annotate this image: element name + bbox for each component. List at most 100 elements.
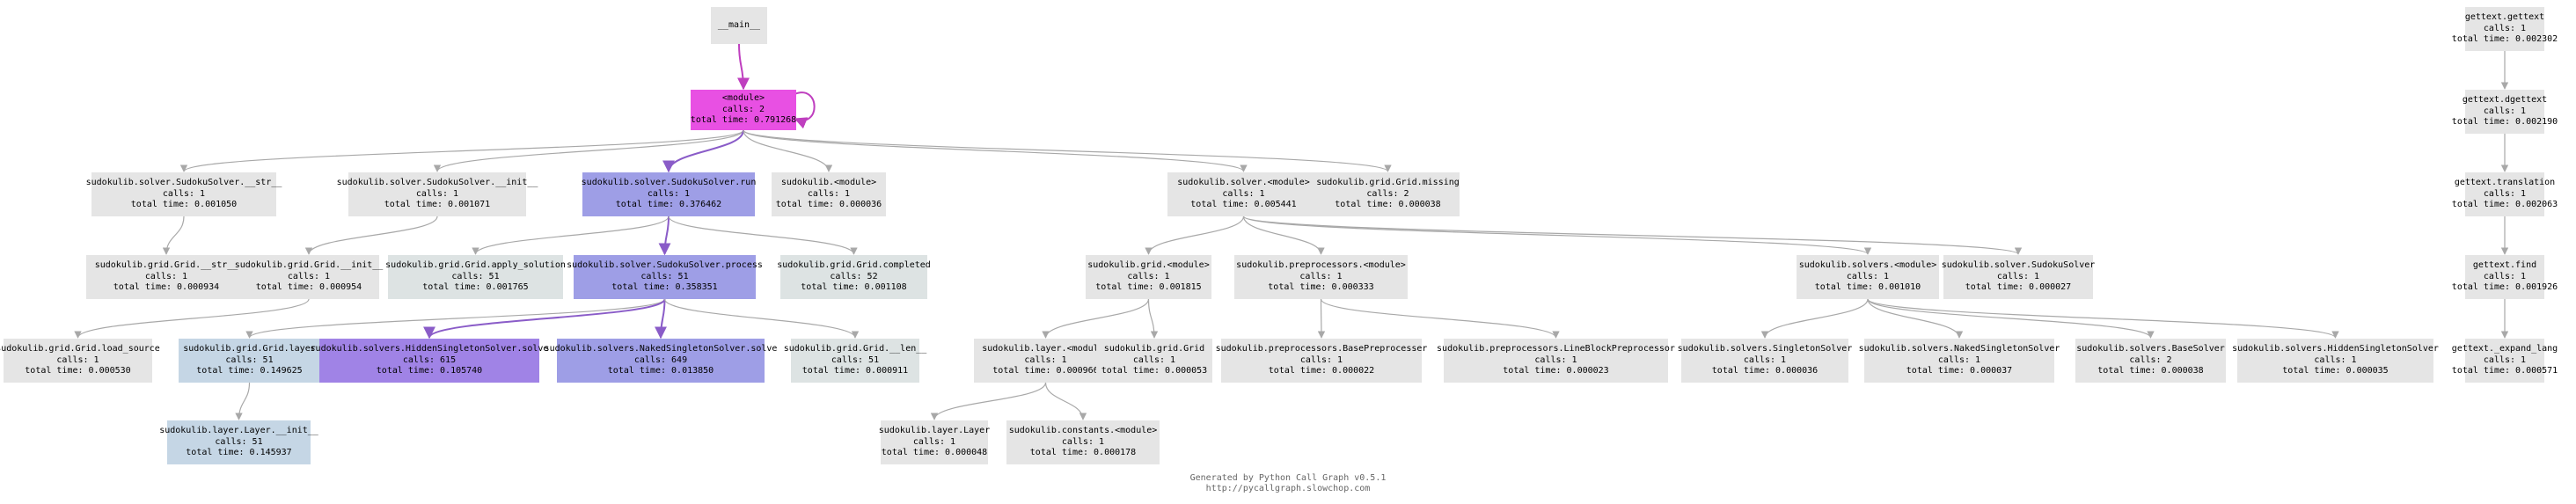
node-label: gettext.gettext [2464,12,2545,23]
node-calls: calls: 1 [1299,271,1343,281]
node-label: sudokulib.solvers.HiddenSingletonSolver.… [310,344,549,354]
edge-solvermod-to-gridmod [1145,215,1245,255]
node-calls: calls: 51 [215,436,263,447]
edge-process-to-glen [663,298,860,339]
edge-gridmod-to-ggrid [1147,298,1159,339]
node-label: sudokulib.solver.SudokuSolver.process [567,260,763,271]
node-calls: calls: 2 [1366,188,1409,199]
node-total-time: total time: 0.002063 [2451,200,2558,210]
node-total-time: total time: 0.000571 [2451,366,2558,376]
edge-layer-to-linit [235,382,251,420]
node-label: sudokulib.solvers.NakedSingletonSolver [1858,344,2060,354]
node-label: sudokulib.grid.Grid.__str__ [94,260,238,271]
node-calls: calls: 2 [2129,354,2172,365]
node-label: sudokulib.constants.<module> [1008,426,1158,436]
node-calls: calls: 1 [1132,354,1176,365]
edge-solvermod-to-solversmod [1242,215,1871,255]
node-calls: calls: 649 [633,354,688,365]
node-label: sudokulib.solver.SudokuSolver [1941,260,2096,271]
edge-main-to-module [736,43,750,91]
edge-process-to-naked [655,298,668,340]
node-total-time: total time: 0.001071 [384,200,491,210]
node-total-time: total time: 0.001010 [1814,282,1921,293]
node-calls: calls: 1 [415,188,459,199]
node-label: gettext.translation [2454,178,2556,188]
footer: Generated by Python Call Graph v0.5.1 ht… [0,473,2576,494]
node-calls: calls: 1 [162,188,206,199]
footer-url-text[interactable]: http://pycallgraph.slowchop.com [1205,484,1371,493]
edge-layer [74,43,2509,420]
node-label: sudokulib.grid.Grid.__init__ [234,260,384,271]
node-total-time: total time: 0.000036 [775,200,882,210]
edge-module-to-init [433,129,744,172]
node-label: sudokulib.solvers.BaseSolver [2076,344,2225,354]
node-calls: calls: 1 [287,271,331,281]
node-label: sudokulib.grid.<module> [1087,260,1210,271]
node-label: sudokulib.layer.Layer [878,426,991,436]
edge-solvermod-to-ssolver [1242,215,2022,255]
node-total-time: total time: 0.000022 [1268,366,1375,376]
node-total-time: total time: 0.000036 [1711,366,1819,376]
node-total-time: total time: 0.002190 [2451,117,2558,128]
node-label: sudokulib.grid.Grid.load_source [0,344,160,354]
node-calls: calls: 1 [807,188,851,199]
node-total-time: total time: 0.145937 [186,448,292,458]
node-total-time: total time: 0.000966 [992,366,1099,376]
node-premod: sudokulib.preprocessors.<module>calls: 1… [1234,255,1408,299]
node-label: <module> [721,93,765,104]
node-calls: calls: 51 [225,354,274,365]
node-calls: calls: 1 [1996,271,2040,281]
node-calls: calls: 615 [402,354,457,365]
node-calls: calls: 1 [912,436,956,447]
edge-premod-to-lineblock [1320,298,1560,339]
node-total-time: total time: 0.000911 [801,366,909,376]
node-total-time: total time: 0.002302 [2451,34,2558,45]
node-total-time: total time: 0.000053 [1101,366,1208,376]
node-total-time: total time: 0.000048 [881,448,988,458]
node-calls: calls: 1 [1222,188,1265,199]
node-total-time: total time: 0.001050 [130,200,238,210]
edge-process-to-layer [245,298,666,339]
node-label: sudokulib.solvers.NakedSingletonSolver.s… [544,344,778,354]
node-label: gettext.find [2472,260,2537,271]
node-total-time: total time: 0.000038 [2097,366,2204,376]
node-label: sudokulib.grid.Grid.layer [183,344,316,354]
node-label: gettext._expand_lang [2451,344,2558,354]
edge-str-to-gstr [162,215,185,255]
node-label: sudokulib.layer.Layer.__init__ [159,426,318,436]
edge-layermod-to-llayer [930,382,1047,420]
node-label: sudokulib.grid.Grid.apply_solution [385,260,566,271]
node-calls: calls: 1 [1937,354,1981,365]
node-str: sudokulib.solver.SudokuSolver.__str__cal… [86,172,282,216]
node-total-time: total time: 0.005441 [1190,200,1297,210]
node-calls: calls: 1 [2483,106,2527,116]
edge-module-to-smod [743,129,833,172]
node-total-time: total time: 0.000037 [1906,366,2013,376]
node-total-time: total time: 0.791268 [690,115,797,126]
node-basepre: sudokulib.preprocessors.BasePreprocesser… [1216,339,1427,383]
footer-generator-text: Generated by Python Call Graph v0.5.1 [1189,473,1387,483]
node-label: sudokulib.solver.SudokuSolver.run [581,178,757,188]
edge-solversmod-to-nakedcls [1867,298,1964,339]
node-calls: calls: 51 [451,271,500,281]
node-calls: calls: 1 [647,188,691,199]
node-label: sudokulib.preprocessors.LineBlockPreproc… [1437,344,1675,354]
node-calls: calls: 1 [2483,23,2527,33]
node-calls: calls: 1 [56,354,99,365]
node-calls: calls: 1 [2483,271,2527,281]
